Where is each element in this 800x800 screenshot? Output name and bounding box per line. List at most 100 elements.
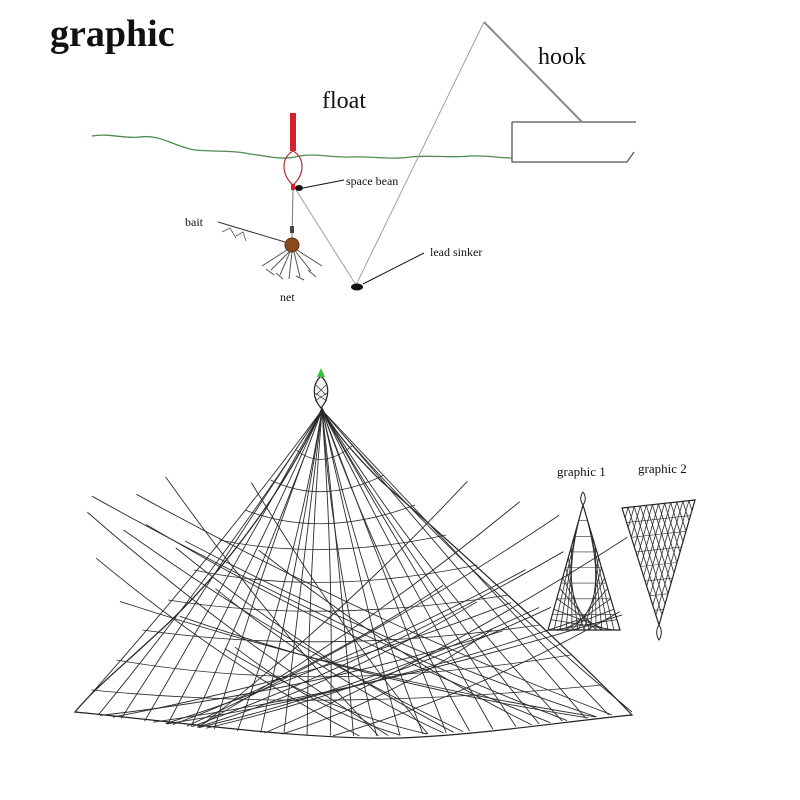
net-strand bbox=[635, 546, 682, 553]
net-strand bbox=[624, 507, 629, 518]
net-strand bbox=[100, 630, 503, 716]
graphic-1-net bbox=[547, 491, 621, 631]
net-strand bbox=[643, 503, 665, 577]
net-strand bbox=[627, 506, 635, 528]
net-strand bbox=[186, 514, 560, 727]
net-strand bbox=[121, 409, 323, 719]
net-strand bbox=[167, 409, 323, 725]
lead-sinker-icon bbox=[351, 283, 363, 291]
net-strand bbox=[193, 564, 478, 583]
net-strand bbox=[97, 409, 323, 716]
net-strand bbox=[637, 504, 653, 557]
net-strand bbox=[688, 500, 693, 511]
graphic-2-label: graphic 2 bbox=[638, 461, 687, 476]
hook-label: hook bbox=[538, 44, 586, 70]
net-strand bbox=[165, 476, 379, 737]
net-strand bbox=[652, 501, 684, 606]
space-bean-leader bbox=[302, 179, 345, 189]
net-strand bbox=[215, 588, 444, 734]
big-net-mesh bbox=[74, 409, 633, 737]
net-strand bbox=[205, 606, 552, 729]
swivel-icon bbox=[290, 226, 294, 233]
net-strand bbox=[244, 504, 416, 525]
net-strand bbox=[649, 593, 669, 597]
net-strand bbox=[654, 609, 664, 611]
net-strand bbox=[640, 562, 678, 567]
net-strand bbox=[136, 493, 612, 716]
net-strand bbox=[260, 409, 323, 733]
net-strand bbox=[553, 619, 617, 631]
bait-whiskers-icon bbox=[221, 227, 247, 242]
bait-leader bbox=[217, 221, 286, 243]
net-strand bbox=[123, 529, 464, 733]
net-strand bbox=[234, 646, 401, 736]
net-strand bbox=[306, 409, 323, 736]
fishing-rod bbox=[483, 21, 583, 123]
net-strand bbox=[112, 602, 512, 718]
net-strand bbox=[321, 409, 447, 733]
net-strand bbox=[627, 507, 663, 615]
big-net-knot-weave bbox=[314, 384, 328, 402]
net-strand bbox=[270, 474, 385, 492]
float-label: float bbox=[322, 88, 366, 114]
water-surface-line bbox=[91, 134, 513, 159]
lead-sinker-label: lead sinker bbox=[430, 245, 482, 259]
net-strand bbox=[321, 409, 633, 713]
net-strand bbox=[553, 608, 609, 631]
net-strand bbox=[321, 409, 401, 736]
net-strand bbox=[116, 654, 571, 678]
net-strand bbox=[283, 409, 323, 735]
lead-sinker-leader bbox=[362, 252, 425, 285]
big-net-top-knot bbox=[313, 375, 329, 409]
space-bean-icon bbox=[295, 185, 303, 191]
diagram-title: graphic bbox=[50, 13, 175, 55]
graphic-2-mesh bbox=[624, 500, 693, 616]
net-strand bbox=[559, 608, 614, 631]
net-strand bbox=[321, 409, 424, 735]
net-strand bbox=[664, 503, 681, 553]
graphic-2-net bbox=[621, 499, 696, 641]
net-strand bbox=[91, 495, 568, 722]
net-tip-marker-icon bbox=[317, 368, 325, 377]
net-strand bbox=[237, 409, 323, 732]
net-strand bbox=[179, 615, 589, 719]
net-strand bbox=[191, 551, 564, 728]
net-strand bbox=[184, 540, 597, 718]
big-net-outline bbox=[73, 406, 634, 739]
net-strand bbox=[175, 547, 454, 733]
net-strand bbox=[74, 409, 323, 713]
graphic-2-bottom-knot bbox=[656, 624, 662, 641]
float-to-sinker-line bbox=[295, 189, 357, 286]
main-line bbox=[355, 21, 485, 286]
net-strands-icon bbox=[261, 249, 323, 281]
graphic-1-mesh bbox=[550, 515, 617, 631]
net-strand bbox=[258, 549, 532, 726]
graphic-1-label: graphic 1 bbox=[557, 464, 606, 479]
net-strand bbox=[166, 618, 582, 725]
net-strand bbox=[142, 624, 540, 643]
net-strand bbox=[296, 444, 354, 460]
bait-icon bbox=[284, 237, 300, 253]
float-icon bbox=[283, 113, 303, 190]
net-strand bbox=[321, 409, 354, 737]
net-strand bbox=[165, 569, 526, 725]
net-label: net bbox=[280, 290, 295, 304]
boat-shape bbox=[511, 121, 636, 163]
net-strand bbox=[197, 601, 478, 728]
net-strand bbox=[119, 600, 596, 718]
net-strand bbox=[219, 534, 447, 550]
bait-label: bait bbox=[185, 215, 204, 229]
net-strand bbox=[633, 505, 647, 548]
space-bean-label: space bean bbox=[346, 174, 398, 188]
net-strand bbox=[321, 409, 563, 722]
net-strand bbox=[321, 409, 517, 727]
net-strand bbox=[213, 409, 323, 730]
net-strand bbox=[321, 409, 332, 736]
net-strand bbox=[321, 409, 586, 719]
net-strand bbox=[172, 585, 444, 726]
net-strand bbox=[655, 500, 690, 616]
net-strand bbox=[168, 594, 509, 612]
net-strand bbox=[198, 607, 540, 728]
net-strand bbox=[631, 531, 687, 538]
